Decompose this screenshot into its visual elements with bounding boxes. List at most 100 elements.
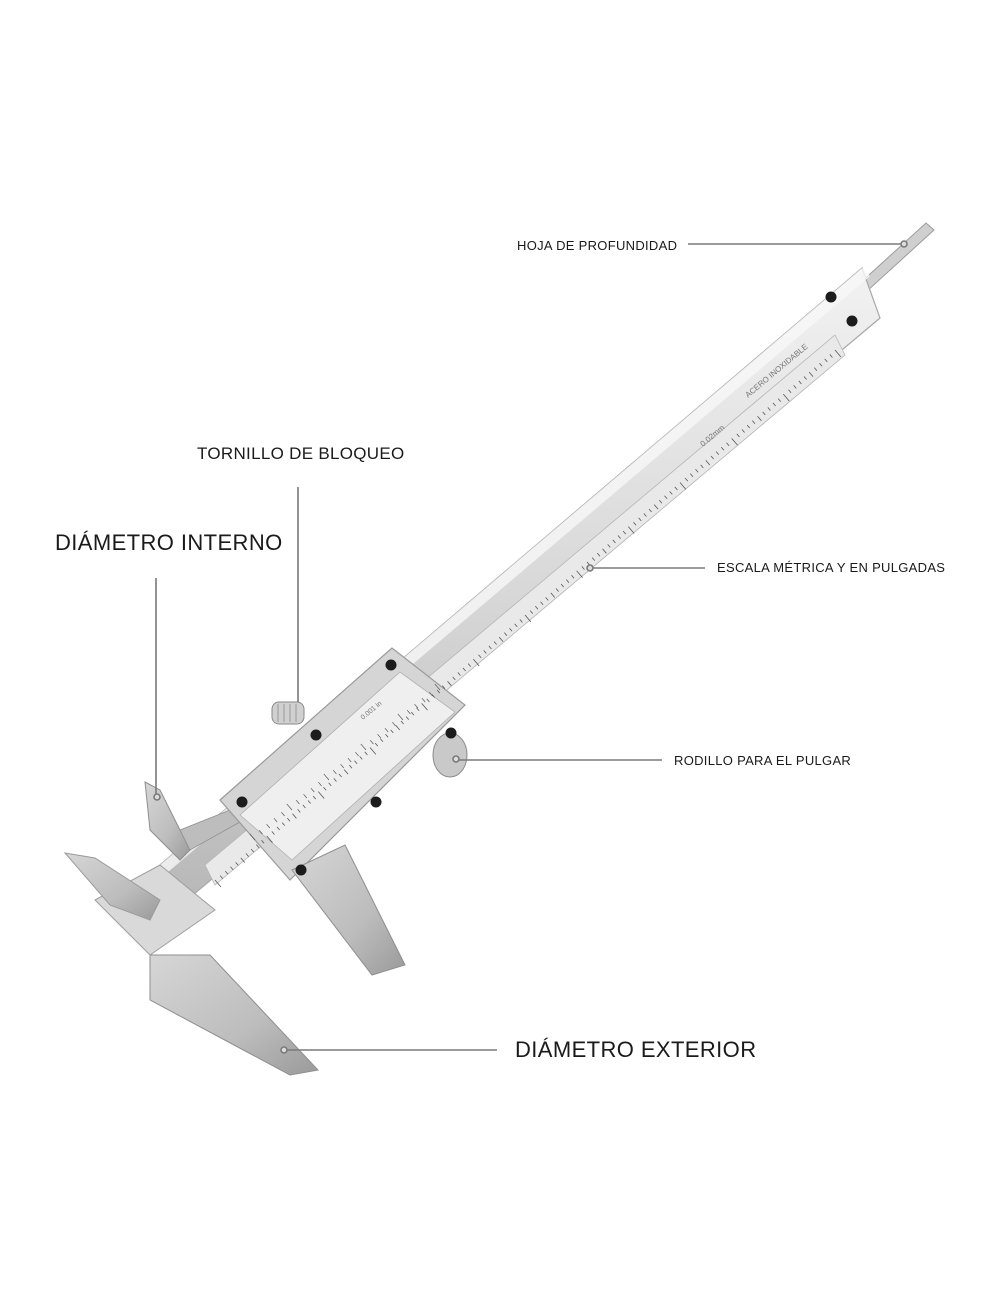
scale-tick bbox=[354, 760, 358, 765]
vernier-tick bbox=[406, 709, 411, 715]
scale-tick bbox=[519, 619, 523, 623]
scale-tick bbox=[225, 870, 229, 875]
vernier-tick bbox=[397, 713, 404, 721]
scale-tick bbox=[328, 782, 332, 787]
scale-tick bbox=[793, 385, 797, 389]
scale-tick bbox=[256, 844, 260, 848]
depth-blade bbox=[857, 222, 935, 293]
scale-tick bbox=[617, 535, 621, 539]
scale-tick bbox=[349, 764, 353, 769]
scale-tick bbox=[721, 446, 725, 451]
pointer-outer-diameter bbox=[280, 1046, 288, 1054]
vernier-tick bbox=[421, 697, 426, 703]
scale-tick bbox=[824, 358, 828, 363]
vernier-tick bbox=[434, 683, 441, 691]
label-metric-inch-scale: ESCALA MÉTRICA Y EN PULGADAS bbox=[717, 560, 946, 575]
vernier-tick bbox=[377, 733, 382, 739]
scale-tick bbox=[483, 650, 487, 654]
scale-tick bbox=[555, 588, 559, 592]
scale-tick bbox=[762, 411, 766, 416]
label-thumb-roller: RODILLO PARA EL PULGAR bbox=[674, 753, 852, 768]
vernier-plate bbox=[239, 671, 456, 861]
scale-tick bbox=[467, 663, 472, 667]
scale-tick bbox=[529, 610, 534, 614]
scale-tick bbox=[452, 676, 456, 681]
pointer-depth-blade bbox=[900, 240, 908, 248]
scale-tick bbox=[509, 627, 513, 632]
scale-tick bbox=[416, 707, 420, 712]
scale-tick bbox=[411, 711, 415, 716]
scale-tick bbox=[535, 605, 539, 610]
fixed-jaw-lower bbox=[149, 954, 319, 1076]
scale-tick bbox=[488, 645, 492, 650]
vernier-tick bbox=[273, 817, 278, 823]
scale-tick bbox=[292, 813, 297, 819]
scale-tick bbox=[219, 875, 224, 879]
scale-tick bbox=[380, 738, 384, 742]
scale-tick bbox=[245, 853, 249, 857]
scale-tick bbox=[715, 451, 720, 455]
scale-tick bbox=[504, 632, 508, 636]
scale-tick bbox=[684, 477, 689, 482]
scale-tick bbox=[431, 694, 435, 698]
scale-tick bbox=[726, 442, 730, 447]
vernier-tick bbox=[281, 811, 285, 817]
vernier-tick bbox=[347, 757, 352, 763]
scale-tick bbox=[736, 433, 740, 438]
scale-tick bbox=[297, 809, 301, 813]
scale-tick bbox=[550, 592, 556, 598]
rivet bbox=[445, 727, 457, 739]
scale-tick bbox=[364, 751, 368, 756]
vernier-tick bbox=[392, 721, 396, 727]
scale-tick bbox=[214, 879, 222, 888]
scale-tick bbox=[597, 552, 601, 557]
label-depth-blade: HOJA DE PROFUNDIDAD bbox=[517, 238, 678, 253]
vernier-tick bbox=[355, 751, 359, 757]
scale-tick bbox=[731, 438, 738, 446]
scale-tick bbox=[421, 703, 428, 711]
scale-tick bbox=[783, 393, 790, 402]
scale-tick bbox=[798, 380, 802, 385]
scale-tick bbox=[493, 641, 497, 645]
scale-tick bbox=[498, 636, 504, 642]
scale-tick bbox=[628, 526, 635, 534]
scale-tick bbox=[576, 570, 583, 578]
scale-tick bbox=[307, 800, 311, 804]
scale-tick bbox=[261, 839, 265, 844]
rivet bbox=[310, 729, 322, 741]
scale-tick bbox=[757, 415, 762, 422]
scale-tick bbox=[457, 672, 461, 676]
caliper-body bbox=[63, 222, 935, 1076]
scale-tick bbox=[323, 786, 327, 791]
scale-tick bbox=[653, 504, 659, 510]
scale-tick bbox=[741, 429, 745, 433]
scale-tick bbox=[343, 769, 349, 775]
scale-tick bbox=[514, 623, 518, 628]
scale-tick bbox=[302, 804, 306, 809]
scale-tick bbox=[312, 795, 317, 800]
scale-tick bbox=[638, 517, 642, 522]
scale-tick bbox=[834, 349, 842, 358]
scale-tick bbox=[772, 402, 776, 407]
rivet bbox=[236, 796, 248, 808]
label-lock-screw: TORNILLO DE BLOQUEO bbox=[197, 444, 405, 463]
scale-tick bbox=[266, 835, 273, 843]
vernier-tick bbox=[414, 703, 419, 709]
scale-tick bbox=[545, 597, 549, 601]
scale-tick bbox=[405, 716, 410, 720]
lock-screw bbox=[271, 701, 305, 725]
rivet bbox=[825, 291, 837, 303]
scale-tick bbox=[235, 862, 239, 866]
scale-tick bbox=[400, 720, 404, 725]
vernier-scale-ticks bbox=[249, 683, 441, 841]
scale-tick bbox=[752, 420, 756, 424]
scale-tick bbox=[271, 831, 275, 835]
scale-tick bbox=[447, 680, 452, 687]
scale-tick bbox=[607, 544, 611, 548]
vernier-tick bbox=[369, 739, 374, 745]
label-inner-diameter: DIÁMETRO INTERNO bbox=[55, 530, 283, 555]
vernier-tick bbox=[286, 803, 293, 811]
moving-jaw-lower bbox=[291, 844, 406, 976]
